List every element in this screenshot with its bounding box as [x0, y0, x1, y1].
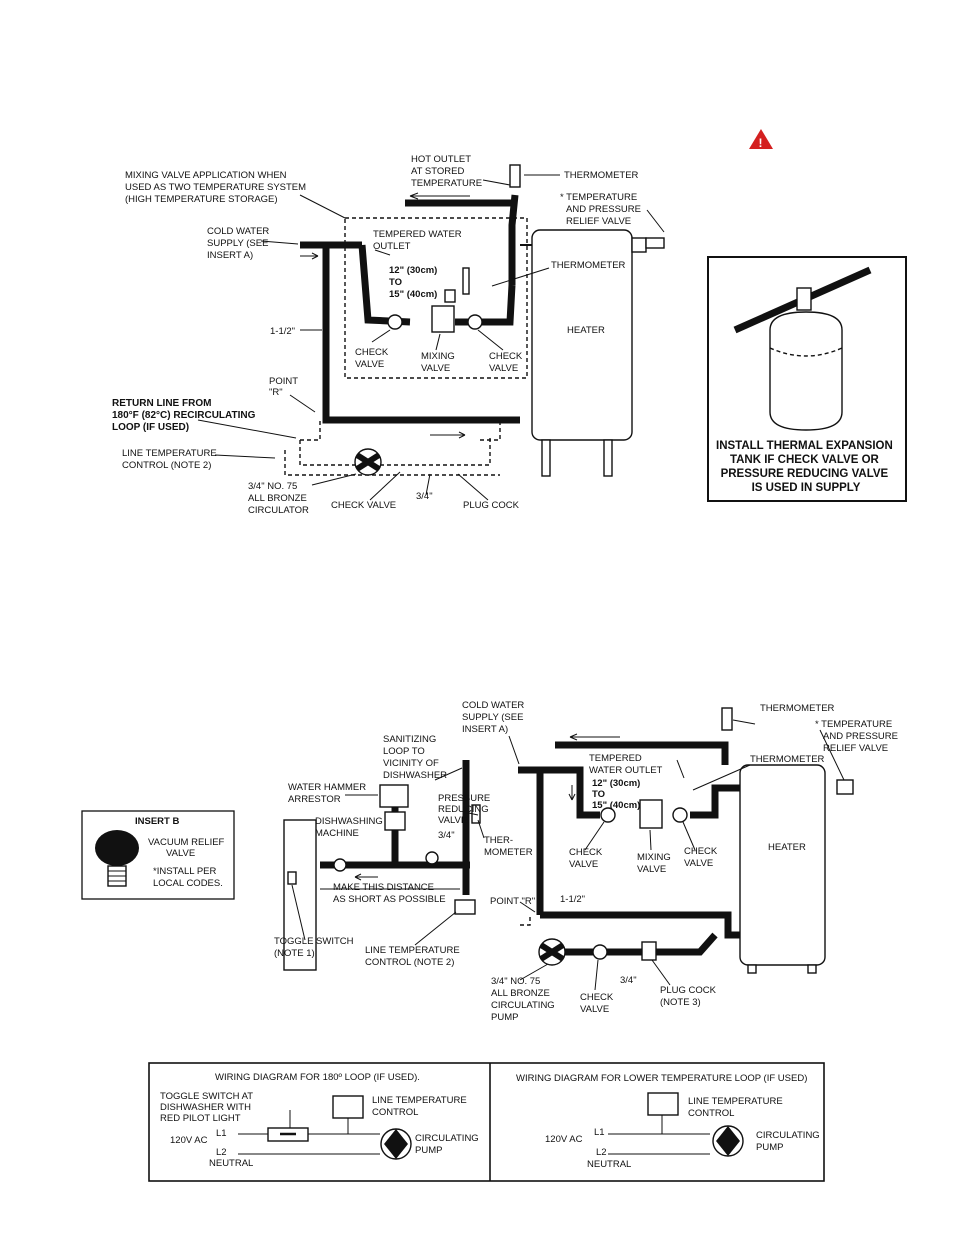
top-thermometer-icon: [509, 164, 521, 188]
toggle-switch-icon: [287, 871, 297, 885]
bottom-plug-cock-icon: [641, 941, 657, 961]
make-distance-label: MAKE THIS DISTANCE AS SHORT AS POSSIBLE: [333, 882, 446, 905]
top-check-valve-right-icon: [467, 314, 483, 330]
wiring-left-pump-label: CIRCULATING PUMP: [415, 1133, 481, 1156]
bottom-check-valve-label: CHECK VALVE: [580, 992, 616, 1015]
bottom-thermometer-label: THERMOMETER: [760, 703, 835, 714]
bottom-thermometer-icon: [721, 707, 733, 731]
wiring-left: WIRING DIAGRAM FOR 180º LOOP (IF USED). …: [160, 1072, 481, 1169]
insert-b-text: VACUUM RELIEF VALVE *INSTALL PER LOCAL C…: [148, 837, 227, 889]
wiring-right-title: WIRING DIAGRAM FOR LOWER TEMPERATURE LOO…: [516, 1073, 807, 1084]
wiring-right-l1: L1: [594, 1127, 605, 1138]
bottom-point-r-label: POINT "R": [490, 896, 535, 907]
top-tempered-outlet-label: TEMPERED WATER OUTLET: [373, 229, 464, 252]
wiring-right: WIRING DIAGRAM FOR LOWER TEMPERATURE LOO…: [516, 1073, 822, 1170]
top-circulator-label: 3/4" NO. 75 ALL BRONZE CIRCULATOR: [248, 481, 309, 516]
wiring-left-voltage: 120V AC: [170, 1135, 208, 1146]
top-pipe-size-label: 1-1/2": [270, 326, 295, 337]
sanitizing-loop-label: SANITIZING LOOP TO VICINITY OF DISHWASHE…: [383, 734, 447, 781]
top-cold-supply-pipe: [300, 241, 480, 424]
bottom-three-quarter-a-label: 3/4": [438, 830, 455, 841]
pressure-reducing-label: PRESSURE REDUCING VALVE: [438, 793, 493, 826]
insert-b-box: INSERT B VACUUM RELIEF VALVE *INSTALL PE…: [81, 810, 235, 900]
water-hammer-label: WATER HAMMER ARRESTOR: [288, 782, 369, 805]
bottom-check-valve-right-icon: [672, 807, 688, 823]
insert-a-caption: INSTALL THERMAL EXPANSION TANK IF CHECK …: [716, 440, 896, 494]
top-plug-cock-label: PLUG COCK: [463, 500, 520, 511]
bottom-diagram: COLD WATER SUPPLY (SEE INSERT A) THERMOM…: [274, 700, 901, 1023]
water-hammer-arrestor-icon: [379, 784, 409, 808]
bottom-three-quarter-b-label: 3/4": [620, 975, 637, 986]
top-mixing-application-label: MIXING VALVE APPLICATION WHEN USED AS TW…: [125, 170, 309, 205]
bottom-tempered-outlet-label: TEMPERED WATER OUTLET: [589, 753, 663, 776]
dishwashing-machine-label: DISHWASHING MACHINE: [315, 816, 385, 839]
top-heater-label: HEATER: [567, 325, 605, 336]
bottom-check-valve-right-label: CHECK VALVE: [684, 846, 720, 869]
top-thermometer-label: THERMOMETER: [564, 170, 639, 181]
wiring-right-line-temp-label: LINE TEMPERATURE CONTROL: [688, 1096, 785, 1119]
svg-text:!: !: [759, 136, 763, 150]
top-hot-outlet-label: HOT OUTLET AT STORED TEMPERATURE: [411, 154, 482, 189]
expansion-tank-icon: [769, 311, 843, 431]
top-return-line-label: RETURN LINE FROM 180°F (82°C) RECIRCULAT…: [112, 398, 258, 433]
bottom-pipe-size-label: 1-1/2": [560, 894, 585, 905]
top-check-valve-right-label: CHECK VALVE: [489, 351, 525, 374]
bottom-distance-label: 12" (30cm) TO 15" (40cm): [592, 778, 643, 811]
top-point-r-label: POINT "R": [269, 376, 301, 398]
top-check-valve-bottom-label: CHECK VALVE: [331, 500, 396, 511]
bottom-circulating-pump-label: 3/4" NO. 75 ALL BRONZE CIRCULATING PUMP: [491, 976, 557, 1023]
wiring-left-line-temp-label: LINE TEMPERATURE CONTROL: [372, 1095, 469, 1118]
warning-triangle-icon: !: [749, 129, 773, 150]
bottom-check-valve-left-icon: [600, 807, 616, 823]
wiring-right-neutral: NEUTRAL: [587, 1159, 631, 1170]
wiring-left-toggle-label: TOGGLE SWITCH AT DISHWASHER WITH RED PIL…: [160, 1091, 256, 1124]
top-mixing-valve-icon: [431, 305, 455, 333]
toggle-switch-label: TOGGLE SWITCH (NOTE 1): [274, 936, 356, 959]
wiring-left-l2: L2: [216, 1147, 227, 1158]
dishwashing-machine-icon: [283, 819, 317, 971]
insert-a-box: INSTALL THERMAL EXPANSION TANK IF CHECK …: [707, 256, 907, 502]
wiring-left-l1: L1: [216, 1128, 227, 1139]
wiring-diagrams: WIRING DIAGRAM FOR 180º LOOP (IF USED). …: [148, 1062, 825, 1182]
top-cold-water-label: COLD WATER SUPPLY (SEE INSERT A): [207, 226, 272, 261]
top-mixing-valve-label: MIXING VALVE: [421, 351, 457, 374]
insert-b-title: INSERT B: [135, 816, 179, 827]
bottom-mixing-valve-label: MIXING VALVE: [637, 852, 673, 875]
top-relief-valve-icon: [631, 237, 647, 253]
bottom-plug-cock-label: PLUG COCK (NOTE 3): [660, 985, 719, 1008]
top-check-valve-left-label: CHECK VALVE: [355, 347, 391, 370]
top-three-quarter-label: 3/4": [416, 491, 433, 502]
bottom-check-valve-left-label: CHECK VALVE: [569, 847, 605, 870]
bottom-mixing-valve-icon: [639, 799, 663, 829]
top-relief-valve-label: * TEMPERATURE AND PRESSURE RELIEF VALVE: [560, 192, 644, 227]
wiring-right-control-icon: [647, 1092, 679, 1116]
bottom-cold-supply-pipe: [518, 766, 600, 819]
bottom-heater-tank: [739, 764, 826, 966]
bottom-cold-water-label: COLD WATER SUPPLY (SEE INSERT A): [462, 700, 527, 735]
top-distance-label: 12" (30cm) TO 15" (40cm): [389, 265, 440, 300]
ther-mometer-label: THER- MOMETER: [484, 835, 533, 858]
vacuum-relief-valve-icon: [95, 830, 139, 866]
wiring-right-voltage: 120V AC: [545, 1134, 583, 1145]
bottom-thermometer-mid-label: THERMOMETER: [750, 754, 825, 765]
wiring-right-pump-label: CIRCULATING PUMP: [756, 1130, 822, 1153]
top-thermometer-mid-label: THERMOMETER: [551, 260, 626, 271]
pressure-reducing-valve-icon: [384, 811, 406, 831]
bottom-line-temp-label: LINE TEMPERATURE CONTROL (NOTE 2): [365, 945, 462, 968]
bottom-check-valve-icon: [592, 944, 608, 960]
top-line-temp-label: LINE TEMPERATURE CONTROL (NOTE 2): [122, 448, 219, 471]
top-mixing-box: [344, 217, 528, 379]
top-heater-tank: [531, 229, 633, 441]
bottom-heater-label: HEATER: [768, 842, 806, 853]
top-diagram: MIXING VALVE APPLICATION WHEN USED AS TW…: [112, 154, 665, 516]
bottom-relief-valve-label: * TEMPERATURE AND PRESSURE RELIEF VALVE: [815, 719, 901, 754]
wiring-left-title: WIRING DIAGRAM FOR 180º LOOP (IF USED).: [215, 1072, 420, 1083]
top-check-valve-left-icon: [387, 314, 403, 330]
wiring-right-l2: L2: [596, 1147, 607, 1158]
bottom-relief-valve-icon: [836, 779, 854, 795]
wiring-left-control-icon: [332, 1095, 364, 1119]
top-return-loop: [299, 420, 501, 466]
wiring-left-neutral: NEUTRAL: [209, 1158, 253, 1169]
